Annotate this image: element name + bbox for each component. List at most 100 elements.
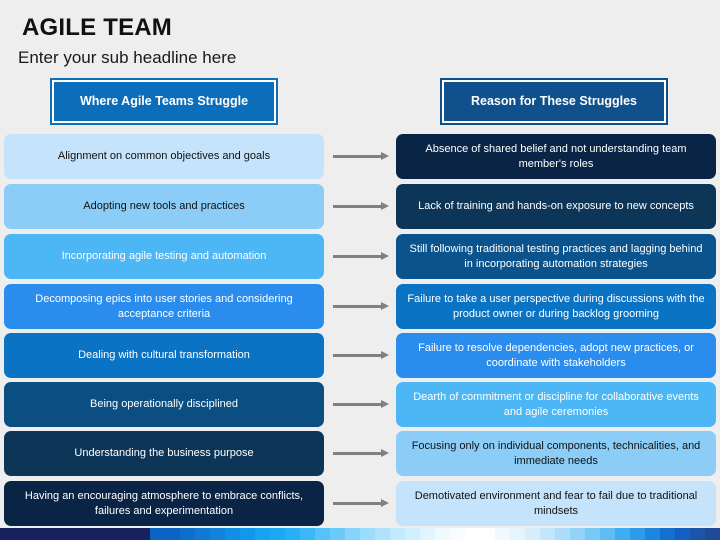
bottom-decorative-strip [0, 528, 720, 540]
column-header-left[interactable]: Where Agile Teams Struggle [50, 78, 278, 125]
row-box[interactable]: Decomposing epics into user stories and … [4, 284, 324, 329]
strip-tile [480, 528, 495, 540]
arrow-head [381, 302, 389, 310]
arrow-shaft [333, 155, 381, 158]
row-label: Absence of shared belief and not underst… [425, 143, 687, 170]
row-label: Demotivated environment and fear to fail… [414, 490, 698, 517]
row-label: Failure to take a user perspective durin… [407, 293, 705, 320]
strip-tile [0, 528, 15, 540]
arrow-head [381, 499, 389, 507]
strip-tile [615, 528, 630, 540]
strip-tile [375, 528, 390, 540]
strip-tile [60, 528, 75, 540]
arrow-shaft [333, 255, 381, 258]
strip-tile [405, 528, 420, 540]
row-box[interactable]: Adopting new tools and practices [4, 184, 324, 229]
arrow-head [381, 449, 389, 457]
strip-tile [510, 528, 525, 540]
right-arrow-icon [333, 202, 389, 211]
row-label: Alignment on common objectives and goals [57, 150, 271, 163]
row-box[interactable]: Lack of training and hands-on exposure t… [396, 184, 716, 229]
page-subtitle: Enter your sub headline here [18, 48, 237, 67]
arrow-head [381, 202, 389, 210]
strip-tile [105, 528, 120, 540]
column-header-left-label: Where Agile Teams Struggle [54, 82, 274, 121]
strip-tile [585, 528, 600, 540]
strip-tile [210, 528, 225, 540]
strip-tile [195, 528, 210, 540]
strip-tile [630, 528, 645, 540]
row-box[interactable]: Being operationally disciplined [4, 382, 324, 427]
row-label: Focusing only on individual components, … [411, 440, 701, 467]
strip-tile [555, 528, 570, 540]
strip-tile [135, 528, 150, 540]
row-box[interactable]: Understanding the business purpose [4, 431, 324, 476]
strip-tile [450, 528, 465, 540]
row-box[interactable]: Focusing only on individual components, … [396, 431, 716, 476]
strip-tile [645, 528, 660, 540]
row-label: Decomposing epics into user stories and … [35, 293, 293, 320]
strip-tile [285, 528, 300, 540]
row-box[interactable]: Demotivated environment and fear to fail… [396, 481, 716, 526]
strip-tile [30, 528, 45, 540]
arrow-shaft [333, 354, 381, 357]
arrow-head [381, 252, 389, 260]
strip-tile [600, 528, 615, 540]
arrow-shaft [333, 205, 381, 208]
strip-tile [270, 528, 285, 540]
arrow-head [381, 351, 389, 359]
strip-tile [15, 528, 30, 540]
row-box[interactable]: Absence of shared belief and not underst… [396, 134, 716, 179]
row-box[interactable]: Failure to take a user perspective durin… [396, 284, 716, 329]
strip-tile [465, 528, 480, 540]
row-label: Adopting new tools and practices [83, 200, 245, 213]
right-arrow-icon [333, 449, 389, 458]
row-box[interactable]: Alignment on common objectives and goals [4, 134, 324, 179]
arrow-head [381, 152, 389, 160]
right-arrow-icon [333, 499, 389, 508]
strip-tile [300, 528, 315, 540]
strip-tile [75, 528, 90, 540]
row-label: Dealing with cultural transformation [78, 349, 250, 362]
strip-tile [315, 528, 330, 540]
page-title: AGILE TEAM [22, 14, 172, 41]
strip-tile [165, 528, 180, 540]
arrow-shaft [333, 502, 381, 505]
strip-tile [180, 528, 195, 540]
strip-tile [120, 528, 135, 540]
row-box[interactable]: Still following traditional testing prac… [396, 234, 716, 279]
strip-tile [90, 528, 105, 540]
row-box[interactable]: Dealing with cultural transformation [4, 333, 324, 378]
row-label: Dearth of commitment or discipline for c… [413, 391, 699, 418]
strip-tile [45, 528, 60, 540]
row-box[interactable]: Having an encouraging atmosphere to embr… [4, 481, 324, 526]
strip-tile [570, 528, 585, 540]
strip-tile [705, 528, 720, 540]
column-header-right-label: Reason for These Struggles [444, 82, 664, 121]
row-label: Still following traditional testing prac… [409, 243, 703, 270]
strip-tile [240, 528, 255, 540]
strip-tile [255, 528, 270, 540]
right-arrow-icon [333, 400, 389, 409]
strip-tile [345, 528, 360, 540]
right-arrow-icon [333, 152, 389, 161]
row-label: Being operationally disciplined [90, 398, 238, 411]
arrow-shaft [333, 452, 381, 455]
strip-tile [420, 528, 435, 540]
strip-tile [525, 528, 540, 540]
strip-tile [225, 528, 240, 540]
row-box[interactable]: Incorporating agile testing and automati… [4, 234, 324, 279]
arrow-shaft [333, 305, 381, 308]
row-label: Understanding the business purpose [74, 447, 254, 460]
strip-tile [540, 528, 555, 540]
row-label: Having an encouraging atmosphere to embr… [24, 490, 304, 517]
strip-tile [360, 528, 375, 540]
strip-tile [660, 528, 675, 540]
strip-tile [690, 528, 705, 540]
column-header-right[interactable]: Reason for These Struggles [440, 78, 668, 125]
row-box[interactable]: Dearth of commitment or discipline for c… [396, 382, 716, 427]
strip-tile [150, 528, 165, 540]
row-box[interactable]: Failure to resolve dependencies, adopt n… [396, 333, 716, 378]
strip-tile [435, 528, 450, 540]
